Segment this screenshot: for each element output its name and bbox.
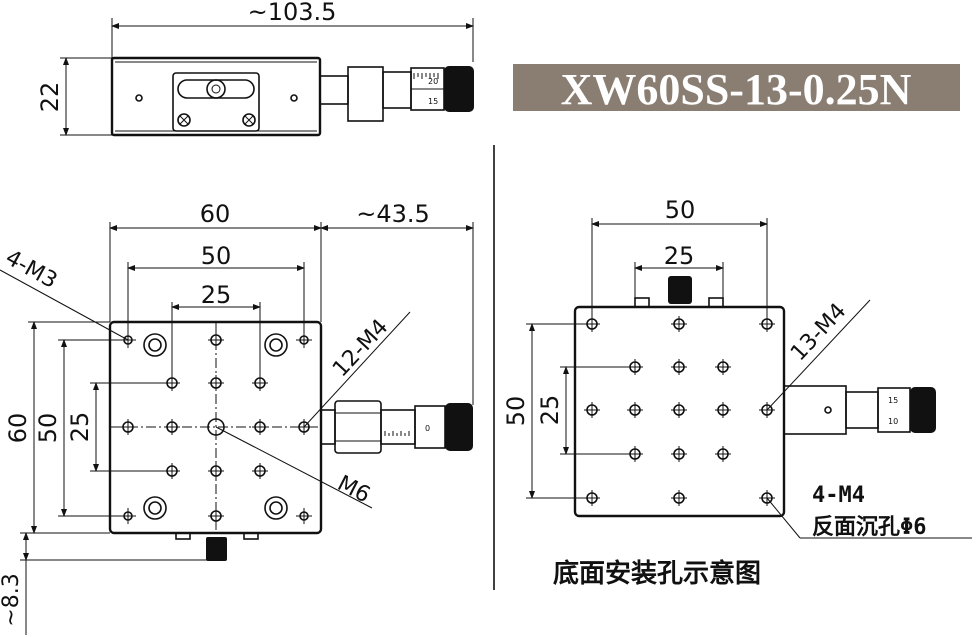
top-height-dim: 22 [36, 82, 64, 113]
front-mid-dim: 50 [201, 242, 232, 270]
bottom-lock-knob [668, 276, 692, 304]
top-mic-knob [444, 66, 474, 112]
bottom-micrometer: 15 10 [783, 385, 936, 435]
front-lock-knob [206, 537, 227, 561]
note-4-m4: 4-M4 [812, 483, 865, 508]
front-height-dim: 60 [4, 413, 32, 444]
bottom-view: 50 25 50 25 [502, 196, 972, 589]
model-title: XW60SS-13-0.25N [561, 65, 912, 114]
bottom-inner-dim: 25 [664, 242, 695, 270]
bottom-height-inner-dim: 25 [536, 395, 564, 426]
bottom-mic-scale-1: 15 [888, 396, 898, 405]
front-view: 60 ~43.5 50 25 60 50 25 ~8.3 [0, 200, 474, 635]
front-height-mid-dim: 50 [34, 413, 62, 444]
top-mic-scale-2: 15 [428, 97, 438, 106]
bottom-view-caption: 底面安装孔示意图 [553, 558, 761, 589]
lock-plate [172, 72, 260, 132]
front-height-inner-dim: 25 [66, 412, 94, 443]
note-counterbore: 反面沉孔Φ6 [812, 515, 927, 540]
front-overhang-dim: ~43.5 [356, 200, 430, 228]
bottom-mic-scale-2: 10 [888, 417, 898, 426]
front-mic-knob [445, 403, 473, 451]
top-micrometer: 20 15 [319, 66, 474, 122]
label-13-m4: 13-M4 [786, 299, 851, 366]
top-length-dim: ~103.5 [248, 0, 337, 26]
label-m6: M6 [333, 471, 374, 508]
front-width-dim: 60 [200, 200, 231, 228]
title-banner: XW60SS-13-0.25N [513, 64, 960, 114]
bottom-width-dim: 50 [665, 196, 696, 224]
bottom-height-dim: 50 [502, 396, 530, 427]
front-inner-dim: 25 [201, 281, 232, 309]
front-mic-zero: 0 [425, 424, 430, 433]
top-mic-scale-1: 20 [428, 77, 438, 86]
top-view: ~103.5 22 20 15 [36, 0, 474, 137]
front-offset-dim: ~8.3 [0, 573, 24, 626]
label-12-m4: 12-M4 [328, 315, 393, 382]
bottom-mic-knob [910, 387, 936, 433]
front-micrometer: 0 [320, 400, 473, 454]
title-box [513, 64, 960, 111]
top-stage-body [110, 56, 322, 137]
